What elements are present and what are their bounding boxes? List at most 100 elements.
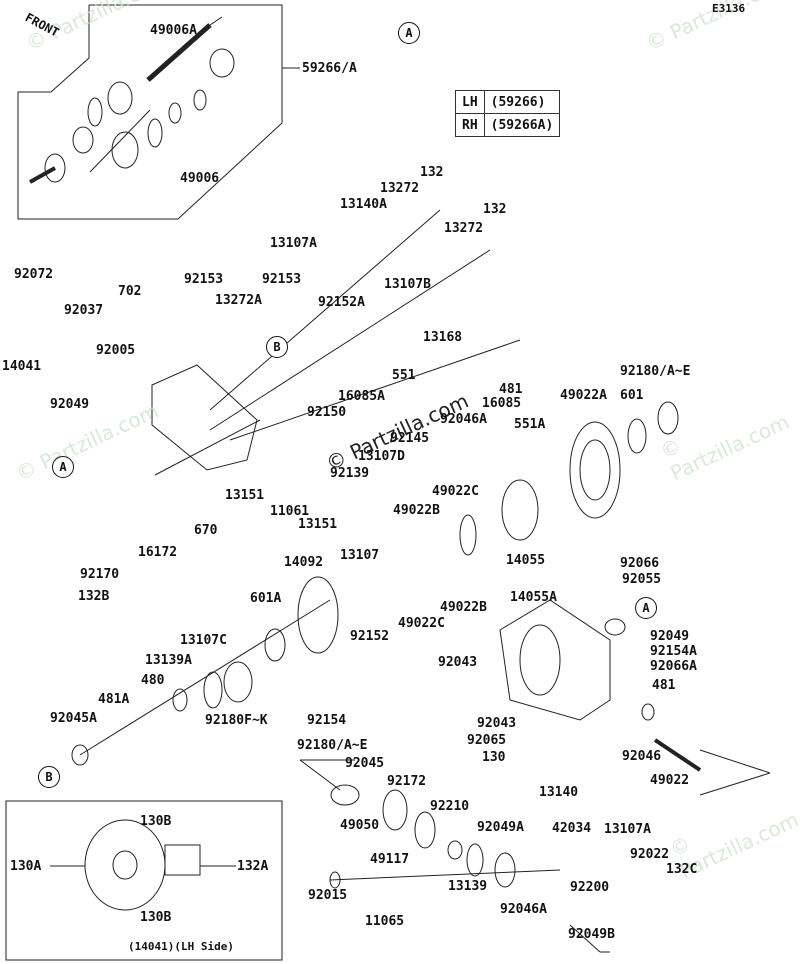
part-label[interactable]: 92015 [308, 888, 348, 903]
part-label[interactable]: 16085 [482, 396, 522, 411]
part-label[interactable]: 551A [514, 417, 546, 432]
part-label[interactable]: 92150 [307, 405, 347, 420]
part-label[interactable]: 92172 [387, 774, 427, 789]
part-label[interactable]: 481 [499, 382, 523, 397]
part-label[interactable]: 92066 [620, 556, 660, 571]
part-label[interactable]: 92045A [50, 711, 97, 726]
part-label[interactable]: 92005 [96, 343, 136, 358]
part-label[interactable]: 132 [420, 165, 444, 180]
part-label[interactable]: 13107 [340, 548, 380, 563]
part-label[interactable]: 92152 [350, 629, 390, 644]
part-label[interactable]: 92153 [262, 272, 302, 287]
part-label[interactable]: 130 [482, 750, 506, 765]
part-label[interactable]: 92180F~K [205, 713, 268, 728]
part-label[interactable]: 49050 [340, 818, 380, 833]
part-label[interactable]: 13139A [145, 653, 192, 668]
part-label[interactable]: 551 [392, 368, 416, 383]
part-label[interactable]: 49117 [370, 852, 410, 867]
part-label[interactable]: 92049A [477, 820, 524, 835]
part-label[interactable]: 92022 [630, 847, 670, 862]
part-label[interactable]: 132C [666, 862, 698, 877]
part-label[interactable]: 92049 [650, 629, 690, 644]
part-label[interactable]: 130B [140, 910, 172, 925]
ring-gear [569, 421, 621, 519]
part-label[interactable]: 92066A [650, 659, 697, 674]
part-label[interactable]: 13107A [604, 822, 651, 837]
part-label[interactable]: 92055 [622, 572, 662, 587]
ref-a: A [635, 597, 657, 619]
part-label[interactable]: 13107A [270, 236, 317, 251]
part-label[interactable]: 13151 [225, 488, 265, 503]
part-label[interactable]: 132 [483, 202, 507, 217]
part-label[interactable]: 130B [140, 814, 172, 829]
inset-caption: (14041)(LH Side) [128, 940, 234, 953]
part-label[interactable]: 13107B [384, 277, 431, 292]
part-label[interactable]: 92049B [568, 927, 615, 942]
part-label[interactable]: 49022C [398, 616, 445, 631]
part-label[interactable]: 132B [78, 589, 110, 604]
part-label[interactable]: 92065 [467, 733, 507, 748]
part-label[interactable]: 13272 [380, 181, 420, 196]
part-label[interactable]: 13272A [215, 293, 262, 308]
part-label[interactable]: 13140 [539, 785, 579, 800]
part-label[interactable]: 92072 [14, 267, 54, 282]
part-label[interactable]: 92154A [650, 644, 697, 659]
part-label[interactable]: 92145 [390, 431, 430, 446]
part-label[interactable]: 49006 [180, 171, 220, 186]
part-label[interactable]: 92170 [80, 567, 120, 582]
part-label[interactable]: 92037 [64, 303, 104, 318]
part-label[interactable]: 13107D [358, 449, 405, 464]
kit-row: LH(59266) [455, 90, 561, 114]
part-label[interactable]: 92043 [438, 655, 478, 670]
part-label[interactable]: 59266/A [302, 61, 357, 76]
part-label[interactable]: 92180/A~E [620, 364, 691, 379]
part-label[interactable]: 49006A [150, 23, 197, 38]
part-label[interactable]: 481A [98, 692, 130, 707]
part-label[interactable]: 601 [620, 388, 644, 403]
part-label[interactable]: 16085A [338, 389, 385, 404]
part-label[interactable]: 11065 [365, 914, 405, 929]
part-label[interactable]: 92152A [318, 295, 365, 310]
part-label[interactable]: 16172 [138, 545, 178, 560]
part-label[interactable]: 14092 [284, 555, 324, 570]
part-label[interactable]: 480 [141, 673, 165, 688]
part-label[interactable]: 92046A [500, 902, 547, 917]
part-label[interactable]: 92210 [430, 799, 470, 814]
gear-case [95, 108, 170, 188]
part-label[interactable]: 14055A [510, 590, 557, 605]
part-label[interactable]: 481 [652, 678, 676, 693]
part-label[interactable]: 92200 [570, 880, 610, 895]
part-label[interactable]: 13140A [340, 197, 387, 212]
part-label[interactable]: 702 [118, 284, 142, 299]
part-label[interactable]: 42034 [552, 821, 592, 836]
part-label[interactable]: 92043 [477, 716, 517, 731]
part-label[interactable]: 92049 [50, 397, 90, 412]
part-label[interactable]: 132A [237, 859, 269, 874]
part-label[interactable]: 92139 [330, 466, 370, 481]
part-label[interactable]: 601A [250, 591, 282, 606]
part-label[interactable]: 130A [10, 859, 42, 874]
front-housing [499, 599, 611, 721]
part-label[interactable]: 92046 [622, 749, 662, 764]
part-label[interactable]: 92045 [345, 756, 385, 771]
part-label[interactable]: 13168 [423, 330, 463, 345]
part-label[interactable]: 92046A [440, 412, 487, 427]
part-label[interactable]: 49022B [440, 600, 487, 615]
ref-a: A [398, 22, 420, 44]
part-label[interactable]: 49022C [432, 484, 479, 499]
part-label[interactable]: 92180/A~E [297, 738, 368, 753]
part-label[interactable]: 49022B [393, 503, 440, 518]
part-label[interactable]: 14041 [2, 359, 42, 374]
part-label[interactable]: 13107C [180, 633, 227, 648]
part-label[interactable]: 13272 [444, 221, 484, 236]
part-label[interactable]: 13151 [298, 517, 338, 532]
part-label[interactable]: 670 [194, 523, 218, 538]
part-label[interactable]: 92154 [307, 713, 347, 728]
part-label[interactable]: 49022A [560, 388, 607, 403]
part-label[interactable]: 14055 [506, 553, 546, 568]
ref-b: B [266, 336, 288, 358]
part-label[interactable]: 13139 [448, 879, 488, 894]
part-label[interactable]: 49022 [650, 773, 690, 788]
part-label[interactable]: 92153 [184, 272, 224, 287]
part-label[interactable]: 11061 [270, 504, 310, 519]
